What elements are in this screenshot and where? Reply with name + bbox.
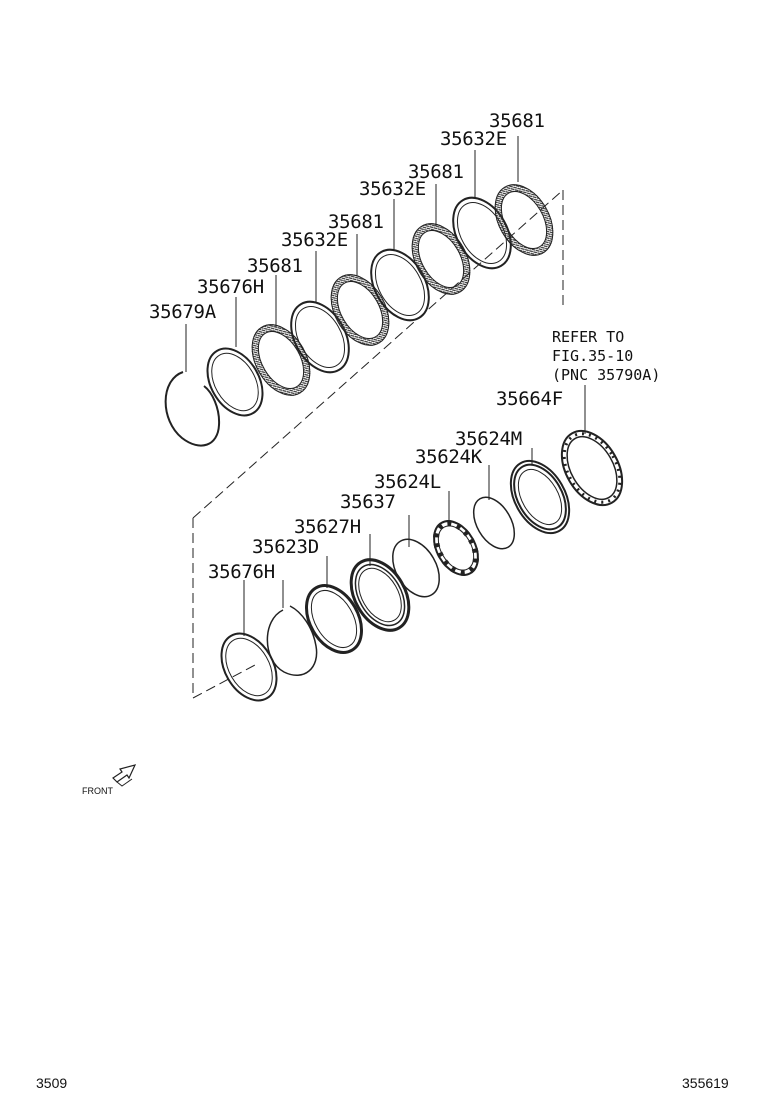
drum-35790a bbox=[560, 430, 624, 506]
label-35679a: 35679A bbox=[149, 301, 217, 323]
plate-35632e-a bbox=[452, 196, 512, 270]
disc-35681-a bbox=[494, 184, 554, 256]
snap-ring-35623d bbox=[266, 605, 318, 677]
label-35676h-upper: 35676H bbox=[197, 276, 264, 298]
spring-35624k bbox=[433, 520, 479, 576]
oring-35624l bbox=[392, 538, 440, 598]
label-35681-c: 35681 bbox=[328, 211, 384, 233]
label-35681-a: 35681 bbox=[489, 110, 545, 132]
label-35681-d: 35681 bbox=[247, 255, 303, 277]
disc-35681-d bbox=[251, 324, 311, 396]
label-35676h-lower: 35676H bbox=[208, 561, 275, 583]
front-arrow-icon bbox=[112, 764, 137, 787]
plate-35676h-lower bbox=[220, 632, 278, 702]
oring-35624m bbox=[472, 496, 516, 550]
label-35681-b: 35681 bbox=[408, 161, 464, 183]
piston-35664f bbox=[509, 459, 571, 535]
assembly-box bbox=[192, 189, 564, 699]
label-35627h: 35627H bbox=[294, 516, 361, 538]
label-35623d: 35623D bbox=[252, 536, 319, 558]
ring-35627h bbox=[305, 584, 363, 654]
label-35624m: 35624M bbox=[455, 428, 522, 450]
label-35632e-c: 35632E bbox=[281, 229, 348, 251]
label-35632e-a: 35632E bbox=[440, 128, 507, 150]
refer-note-line1: REFER TO bbox=[552, 328, 624, 346]
label-35624k: 35624K bbox=[415, 446, 483, 468]
snap-ring-35679a bbox=[164, 371, 221, 447]
plate-35676h-upper bbox=[206, 347, 264, 417]
label-35632e-b: 35632E bbox=[359, 178, 426, 200]
leader-lines bbox=[185, 136, 586, 636]
footer-left-code: 3509 bbox=[36, 1075, 67, 1091]
refer-note-line3: (PNC 35790A) bbox=[552, 366, 660, 384]
piston-35637 bbox=[349, 558, 411, 632]
footer-right-code: 355619 bbox=[682, 1075, 729, 1091]
refer-note-line2: FIG.35-10 bbox=[552, 347, 633, 365]
label-35624l: 35624L bbox=[374, 471, 441, 493]
label-35637: 35637 bbox=[340, 491, 396, 513]
front-label: FRONT bbox=[82, 786, 113, 796]
disc-35681-b bbox=[411, 223, 471, 295]
label-35664f: 35664F bbox=[496, 388, 563, 410]
